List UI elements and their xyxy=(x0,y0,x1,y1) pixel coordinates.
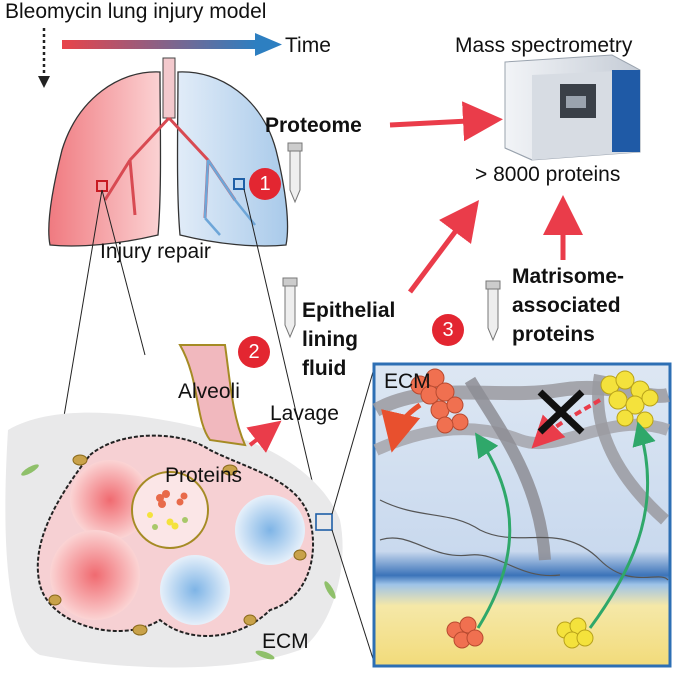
step-badge-3: 3 xyxy=(432,314,464,346)
proteome-arrow xyxy=(389,101,503,142)
lavage-arrow xyxy=(246,420,282,453)
sample-tube-icon xyxy=(485,280,501,342)
injury-repair-label: Injury repair xyxy=(100,240,211,263)
blocked-cross-icon xyxy=(537,389,585,435)
sample-tube-icon xyxy=(282,277,298,339)
elf-arrow xyxy=(408,200,479,294)
step-badge-1: 1 xyxy=(249,168,281,200)
ecm-panel-label: ECM xyxy=(384,370,431,393)
lung-icon xyxy=(48,57,289,247)
ecm-bottom-label: ECM xyxy=(262,630,309,653)
alveoli-icon xyxy=(5,344,343,668)
sample-tube-icon xyxy=(287,142,303,204)
mass-spectrometer-icon xyxy=(504,54,641,161)
time-gradient-arrow-icon xyxy=(62,33,282,56)
dashed-down-arrow-icon xyxy=(38,28,50,88)
step-badge-2: 2 xyxy=(238,336,270,368)
alveoli-label: Alveoli xyxy=(178,380,240,403)
mass-spec-label: Mass spectrometry xyxy=(455,34,633,57)
model-title: Bleomycin lung injury model xyxy=(5,0,267,23)
proteins-label: Proteins xyxy=(165,464,243,487)
matrisome-label: Matrisome- associated proteins xyxy=(512,265,625,346)
proteome-label: Proteome xyxy=(265,114,362,137)
protein-count-label: > 8000 proteins xyxy=(475,163,621,186)
elf-label: Epithelial lining fluid xyxy=(302,299,396,380)
lavage-label: Lavage xyxy=(270,402,339,425)
time-label: Time xyxy=(285,34,331,57)
ecm-panel-icon xyxy=(372,362,672,668)
